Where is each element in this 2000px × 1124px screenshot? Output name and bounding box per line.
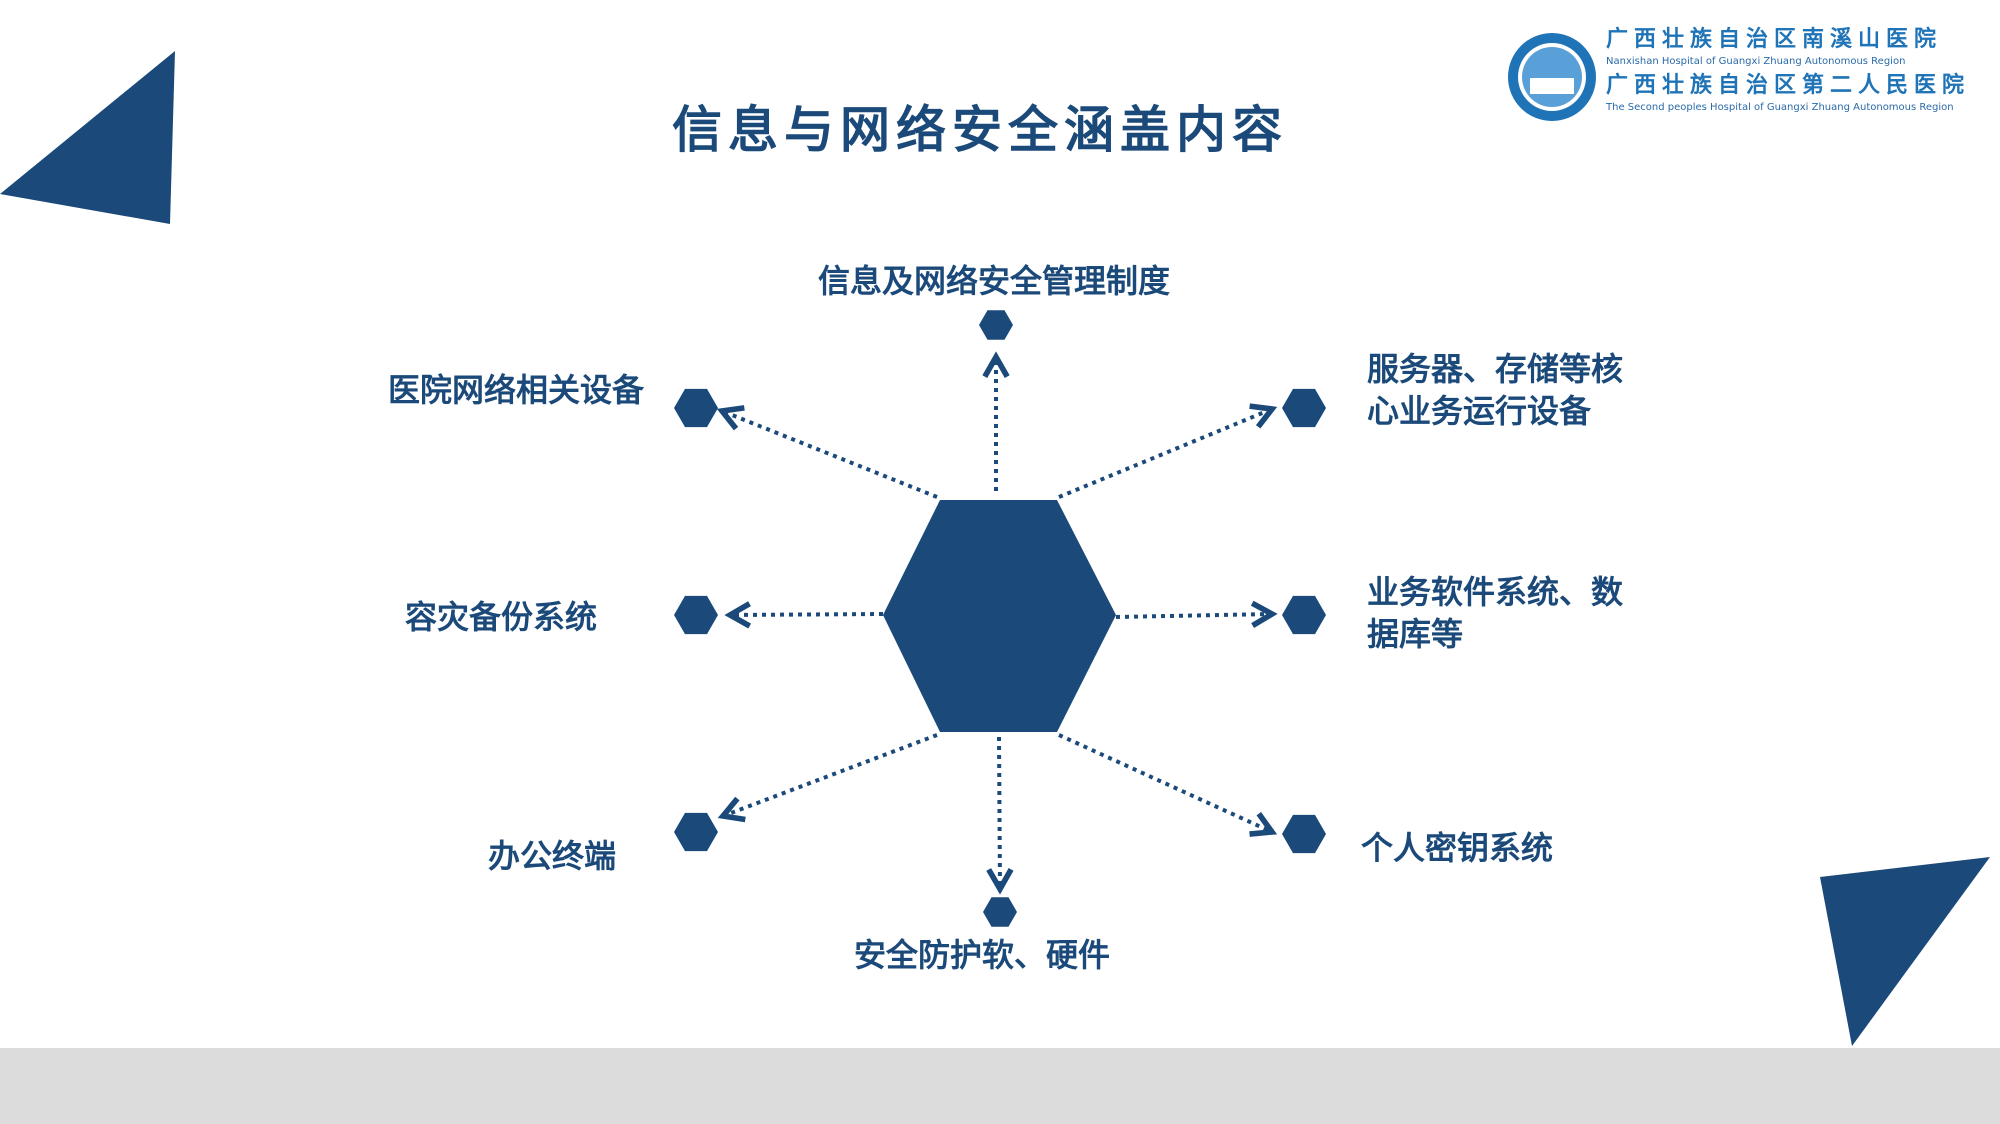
- arrow-left: [730, 614, 884, 615]
- node-hexagon-bottom-left: [674, 812, 718, 852]
- node-hexagon-bottom: [983, 897, 1017, 927]
- center-hexagon: [883, 500, 1116, 732]
- page-title: 信息与网络安全涵盖内容: [672, 100, 1288, 159]
- arrow-bottom-left: [723, 733, 938, 816]
- hospital-logo-emblem: [1508, 33, 1596, 121]
- footer-bar: [0, 1048, 2000, 1124]
- node-hexagon-bottom-right: [1282, 814, 1326, 854]
- label-personal-key-system: 个人密钥系统: [1361, 829, 1554, 867]
- label-office-terminals: 办公终端: [487, 837, 616, 875]
- arrow-top-right: [1058, 409, 1272, 499]
- arrow-top-left: [722, 411, 938, 499]
- logo-name-cn-1: 广西壮族自治区南溪山医院: [1606, 26, 1943, 52]
- label-software-database-1: 业务软件系统、数: [1367, 573, 1624, 611]
- decor-triangle-top-left: [0, 51, 175, 224]
- arrow-bottom-right: [1058, 733, 1272, 832]
- decor-triangle-bottom-right: [1820, 857, 1990, 1046]
- label-security-hw-sw: 安全防护软、硬件: [853, 936, 1110, 974]
- label-network-devices: 医院网络相关设备: [387, 371, 644, 409]
- logo-name-cn-2: 广西壮族自治区第二人民医院: [1606, 72, 1971, 98]
- label-servers-storage-1: 服务器、存储等核: [1367, 350, 1624, 388]
- node-hexagon-right: [1282, 595, 1326, 635]
- node-hexagon-top: [979, 310, 1013, 340]
- node-hexagon-top-left: [674, 388, 718, 428]
- node-hexagon-top-right: [1282, 388, 1326, 428]
- arrow-bottom: [999, 736, 1000, 889]
- arrow-right: [1115, 614, 1272, 617]
- label-management-system: 信息及网络安全管理制度: [817, 262, 1170, 300]
- label-disaster-backup: 容灾备份系统: [404, 598, 597, 636]
- label-software-database-2: 据库等: [1367, 615, 1464, 653]
- logo-name-en-2: The Second peoples Hospital of Guangxi Z…: [1606, 102, 1954, 113]
- node-hexagon-left: [674, 595, 718, 635]
- logo-name-en-1: Nanxishan Hospital of Guangxi Zhuang Aut…: [1606, 56, 1906, 67]
- label-servers-storage-2: 心业务运行设备: [1367, 392, 1592, 430]
